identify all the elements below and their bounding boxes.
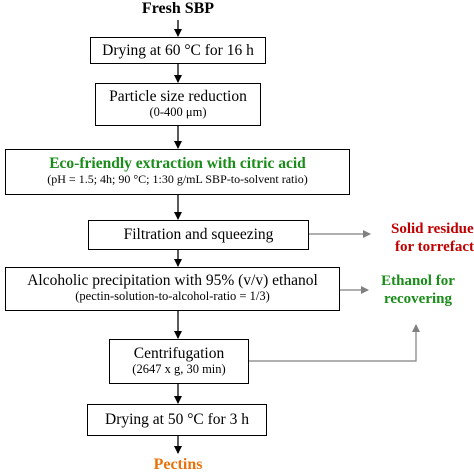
solid-residue-line-2: for torrefaction [395, 239, 474, 255]
step-title: Particle size reduction [109, 88, 247, 105]
step-filtration: Filtration and squeezing [88, 220, 309, 250]
step-detail: (pectin-solution-to-alcohol-ratio = 1/3) [75, 289, 270, 303]
step-title: Centrifugation [133, 345, 225, 362]
step-title: Filtration and squeezing [123, 226, 274, 243]
step-title: Eco-friendly extraction with citric acid [49, 155, 306, 172]
step-detail: (pH = 1.5; 4h; 90 °C; 1:30 g/mL SBP-to-s… [47, 172, 308, 186]
step-extraction: Eco-friendly extraction with citric acid… [5, 149, 350, 195]
solid-residue-output: Solid residue for torrefaction [373, 220, 474, 256]
step-particle-size-reduction: Particle size reduction (pH = 1.5; 4h; 9… [95, 83, 261, 126]
end-label: Pectins [153, 456, 203, 473]
solid-residue-line-1: Solid residue [391, 221, 474, 237]
step-detail: (0-400 μm) [149, 105, 207, 119]
ethanol-output: Ethanol for recovering [362, 272, 474, 308]
start-label: Fresh SBP [141, 0, 215, 17]
step-title: Alcoholic precipitation with 95% (v/v) e… [27, 272, 318, 289]
step-detail: (2647 x g, 30 min) [132, 362, 226, 376]
step-drying-50: Drying at 50 °C for 3 h [87, 404, 267, 436]
step-centrifugation: Centrifugation (2647 x g, 30 min) [109, 339, 249, 384]
step-title: Drying at 60 °C for 16 h [102, 42, 254, 59]
arrow-centrifugation-to-ethanol [249, 324, 420, 362]
ethanol-line-1: Ethanol for [381, 273, 455, 289]
step-drying-60: Drying at 60 °C for 16 h [90, 37, 266, 64]
step-title: Drying at 50 °C for 3 h [105, 411, 249, 428]
ethanol-line-2: recovering [383, 291, 453, 307]
step-precipitation: Alcoholic precipitation with 95% (v/v) e… [5, 267, 340, 311]
